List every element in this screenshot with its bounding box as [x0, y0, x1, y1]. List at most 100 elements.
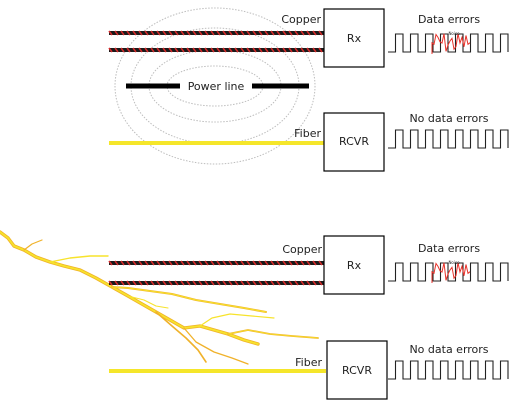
square-wave-icon — [388, 33, 509, 53]
twist-mark — [228, 280, 233, 286]
field-ring — [114, 7, 316, 165]
twist-mark — [222, 30, 227, 36]
twist-mark — [264, 30, 269, 36]
rcvr-box — [326, 340, 388, 400]
bottom-scene: Copper Fiber Rx RCVR Data errors Noise N… — [0, 230, 509, 400]
twist-mark — [318, 260, 323, 266]
data-errors-label: Data errors — [418, 242, 480, 255]
twist-mark — [114, 47, 119, 53]
twist-mark — [234, 30, 239, 36]
twist-mark — [114, 260, 119, 266]
twist-mark — [300, 47, 305, 53]
lightning-branch — [227, 329, 319, 339]
noise-burst — [431, 33, 471, 54]
noise-trace — [431, 262, 471, 283]
twist-mark — [306, 280, 311, 286]
twist-mark — [252, 30, 257, 36]
no-data-errors-label: No data errors — [409, 343, 488, 356]
twist-mark — [252, 260, 257, 266]
twist-mark — [270, 280, 275, 286]
twist-mark — [258, 30, 263, 36]
square-wave — [388, 129, 509, 149]
lightning-branch — [111, 286, 267, 313]
twist-mark — [276, 47, 281, 53]
square-wave — [388, 360, 509, 380]
data-errors-label: Data errors — [418, 13, 480, 26]
no-data-errors-label: No data errors — [409, 112, 488, 125]
twist-mark — [270, 47, 275, 53]
twist-mark — [192, 280, 197, 286]
twist-mark — [312, 30, 317, 36]
noise-trace — [431, 33, 471, 54]
twist-mark — [138, 280, 143, 286]
twist-mark — [174, 47, 179, 53]
square-wave-icon — [388, 360, 509, 380]
fiber-label: Fiber — [295, 356, 322, 369]
twist-mark — [174, 260, 179, 266]
twist-mark — [156, 260, 161, 266]
lightning-branch — [127, 295, 169, 309]
copper-twisted-pair-cables — [108, 30, 324, 53]
twist-mark — [162, 47, 167, 53]
twist-mark — [186, 260, 191, 266]
twist-mark — [216, 280, 221, 286]
twist-mark — [168, 30, 173, 36]
twist-mark — [270, 260, 275, 266]
twist-mark — [306, 47, 311, 53]
twist-mark — [318, 280, 323, 286]
twist-mark — [240, 47, 245, 53]
twist-mark — [210, 47, 215, 53]
twist-mark — [264, 260, 269, 266]
twist-mark — [198, 280, 203, 286]
twist-mark — [180, 260, 185, 266]
twist-mark — [156, 47, 161, 53]
twist-mark — [294, 260, 299, 266]
twist-mark — [204, 280, 209, 286]
twist-mark — [108, 280, 113, 286]
twist-mark — [204, 47, 209, 53]
twist-mark — [162, 260, 167, 266]
twist-mark — [132, 280, 137, 286]
twist-mark — [204, 260, 209, 266]
twist-mark — [300, 30, 305, 36]
twist-mark — [276, 30, 281, 36]
twist-mark — [228, 47, 233, 53]
rcvr-box — [323, 112, 385, 172]
twist-mark — [222, 280, 227, 286]
twist-mark — [150, 47, 155, 53]
twist-mark — [162, 30, 167, 36]
twist-mark — [156, 280, 161, 286]
twist-mark — [168, 47, 173, 53]
twist-mark — [126, 280, 131, 286]
twist-mark — [138, 260, 143, 266]
twist-mark — [294, 30, 299, 36]
twist-mark — [162, 280, 167, 286]
twist-mark — [108, 30, 113, 36]
twist-mark — [234, 280, 239, 286]
lightning-branch — [199, 313, 275, 327]
twist-mark — [228, 30, 233, 36]
twist-mark — [150, 280, 155, 286]
twist-mark — [132, 260, 137, 266]
copper-label: Copper — [282, 243, 322, 256]
twist-mark — [282, 260, 287, 266]
twist-mark — [150, 260, 155, 266]
twist-mark — [210, 260, 215, 266]
rx-label: Rx — [347, 32, 362, 45]
rcvr-label: RCVR — [342, 364, 372, 377]
twist-mark — [300, 280, 305, 286]
twist-mark — [258, 260, 263, 266]
twist-mark — [270, 30, 275, 36]
power-line-label: Power line — [188, 80, 245, 93]
twist-mark — [252, 47, 257, 53]
lightning-branch — [49, 255, 109, 263]
twist-mark — [132, 47, 137, 53]
twist-mark — [180, 30, 185, 36]
rx-box — [323, 8, 385, 68]
twist-mark — [180, 280, 185, 286]
twist-mark — [246, 280, 251, 286]
twist-mark — [210, 30, 215, 36]
twist-mark — [264, 47, 269, 53]
twist-mark — [180, 47, 185, 53]
twist-mark — [204, 30, 209, 36]
